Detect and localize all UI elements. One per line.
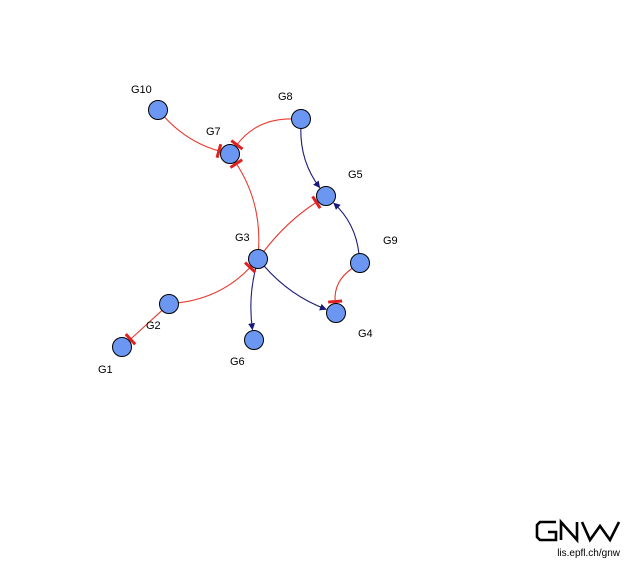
edge-g3-g5-inhibition bbox=[263, 201, 317, 252]
node-g8[interactable] bbox=[291, 109, 311, 129]
node-g10[interactable] bbox=[148, 100, 168, 120]
edge-g8-g7-inhibition bbox=[236, 118, 292, 146]
edge-g9-g5-activation bbox=[333, 202, 360, 254]
edge-g2-g1-inhibition bbox=[130, 310, 163, 340]
tbar-g9-g4 bbox=[328, 299, 343, 304]
node-g4[interactable] bbox=[326, 303, 346, 323]
node-g9[interactable] bbox=[350, 253, 370, 273]
edge-g3-g4-activation bbox=[263, 265, 327, 311]
node-g7[interactable] bbox=[220, 144, 240, 164]
gnw-logo-mark bbox=[535, 518, 621, 544]
tbar-g2-g1 bbox=[124, 333, 137, 346]
node-label-g9: G9 bbox=[383, 235, 398, 247]
node-g6[interactable] bbox=[244, 330, 264, 350]
logo-url: lis.epfl.ch/gnw bbox=[557, 548, 621, 559]
edges bbox=[124, 116, 360, 346]
node-label-g6: G6 bbox=[230, 356, 245, 368]
tbar-g8-g7 bbox=[230, 139, 244, 151]
node-g1[interactable] bbox=[112, 337, 132, 357]
node-label-g3: G3 bbox=[235, 232, 250, 244]
node-label-g4: G4 bbox=[358, 328, 373, 340]
edge-g3-g7-inhibition bbox=[235, 163, 260, 250]
node-label-g1: G1 bbox=[98, 364, 113, 376]
node-label-g8: G8 bbox=[278, 91, 293, 103]
gnw-logo: lis.epfl.ch/gnw bbox=[535, 518, 621, 559]
node-label-g2: G2 bbox=[146, 320, 161, 332]
tbar-g3-g7 bbox=[229, 158, 243, 169]
edge-g3-g6-activation bbox=[248, 268, 257, 331]
edge-g10-g7-inhibition bbox=[164, 116, 220, 152]
tbar-g2-g3 bbox=[243, 261, 257, 274]
edge-g8-g5-activation bbox=[300, 128, 321, 189]
node-label-g5: G5 bbox=[348, 169, 363, 181]
node-label-g7: G7 bbox=[206, 126, 221, 138]
node-g3[interactable] bbox=[248, 249, 268, 269]
edge-g9-g4-inhibition bbox=[334, 267, 353, 302]
tbar-g3-g5 bbox=[311, 195, 322, 209]
node-label-g10: G10 bbox=[131, 84, 152, 96]
tbar-g10-g7 bbox=[215, 143, 223, 159]
edge-g2-g3-inhibition bbox=[178, 266, 251, 304]
node-g5[interactable] bbox=[316, 186, 336, 206]
node-g2[interactable] bbox=[159, 294, 179, 314]
